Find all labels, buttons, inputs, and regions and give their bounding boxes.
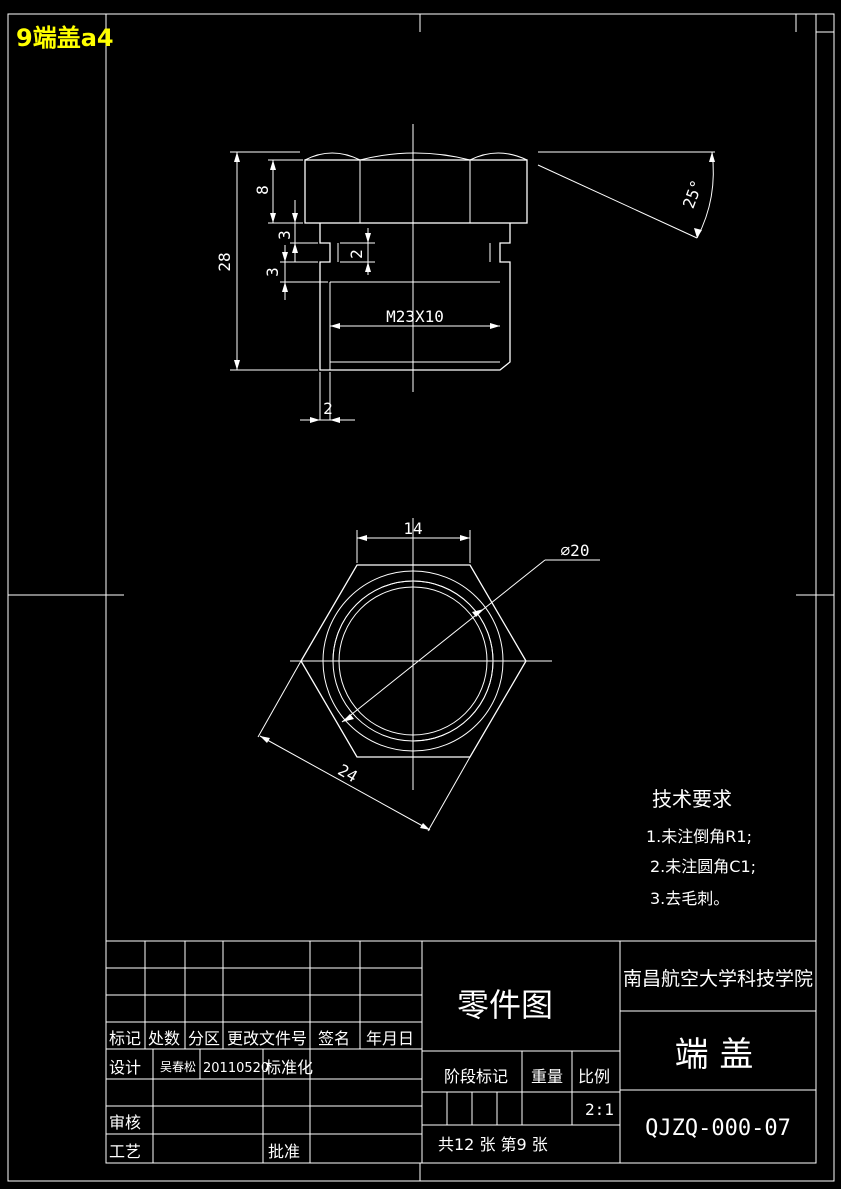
dim-8: 8 xyxy=(253,185,272,195)
approve-label: 批准 xyxy=(268,1142,300,1161)
scale-label: 比例 xyxy=(578,1067,610,1086)
dim-28: 28 xyxy=(215,252,234,271)
dim-dia20: ⌀20 xyxy=(561,541,590,560)
tech-item-1: 1.未注倒角R1; xyxy=(646,827,752,846)
top-view: 14 ⌀20 24 xyxy=(257,518,600,832)
thread-inner-circle xyxy=(338,586,488,736)
dim-2-chamfer: 2 xyxy=(323,399,333,418)
tech-title: 技术要求 xyxy=(652,787,732,811)
review-label: 审核 xyxy=(109,1113,141,1132)
school-name: 南昌航空大学科技学院 xyxy=(623,968,813,990)
part-name: 端 盖 xyxy=(675,1035,754,1075)
dim-3b: 3 xyxy=(263,267,282,277)
drawing-type: 零件图 xyxy=(457,986,553,1024)
thread-label: M23X10 xyxy=(386,307,444,326)
process-label: 工艺 xyxy=(109,1142,141,1161)
dim-3a: 3 xyxy=(275,230,294,240)
dim-angle: 25° xyxy=(679,177,707,211)
standardization-label: 标准化 xyxy=(265,1058,313,1077)
dim-24: 24 xyxy=(335,760,361,786)
front-view: 28 8 3 3 2 M23X10 xyxy=(215,124,715,423)
design-label: 设计 xyxy=(109,1058,141,1077)
hdr-mark: 标记 xyxy=(109,1029,141,1048)
hex-top-arcs xyxy=(304,152,528,161)
drawing-number: QJZQ-000-07 xyxy=(645,1116,791,1141)
sheet-info: 共12 张 第9 张 xyxy=(438,1135,548,1154)
hex-head-outline xyxy=(304,159,528,224)
dim-2-groove: 2 xyxy=(347,249,366,259)
chamfer-circle xyxy=(322,570,504,752)
tech-item-2: 2.未注圆角C1; xyxy=(650,857,756,876)
hdr-change-doc: 更改文件号 xyxy=(227,1029,307,1048)
dim-14: 14 xyxy=(403,519,422,538)
designer-name: 吴春松 xyxy=(160,1060,196,1074)
hdr-zone: 分区 xyxy=(188,1029,220,1048)
tech-requirements: 技术要求 1.未注倒角R1; 2.未注圆角C1; 3.去毛刺。 xyxy=(646,787,756,908)
tab-label: 9端盖a4 xyxy=(16,24,114,52)
tech-item-3: 3.去毛刺。 xyxy=(650,889,729,908)
hdr-sign: 签名 xyxy=(318,1029,350,1048)
hdr-count: 处数 xyxy=(148,1029,180,1048)
stage-mark-label: 阶段标记 xyxy=(444,1067,508,1086)
hdr-date: 年月日 xyxy=(366,1029,414,1048)
weight-label: 重量 xyxy=(531,1067,563,1086)
body-outline xyxy=(319,223,511,371)
design-date: 20110520 xyxy=(203,1061,269,1076)
scale-value: 2:1 xyxy=(585,1100,614,1119)
outer-border xyxy=(7,13,835,1182)
title-block: 标记 处数 分区 更改文件号 签名 年月日 设计 吴春松 20110520 标准… xyxy=(105,940,817,1164)
